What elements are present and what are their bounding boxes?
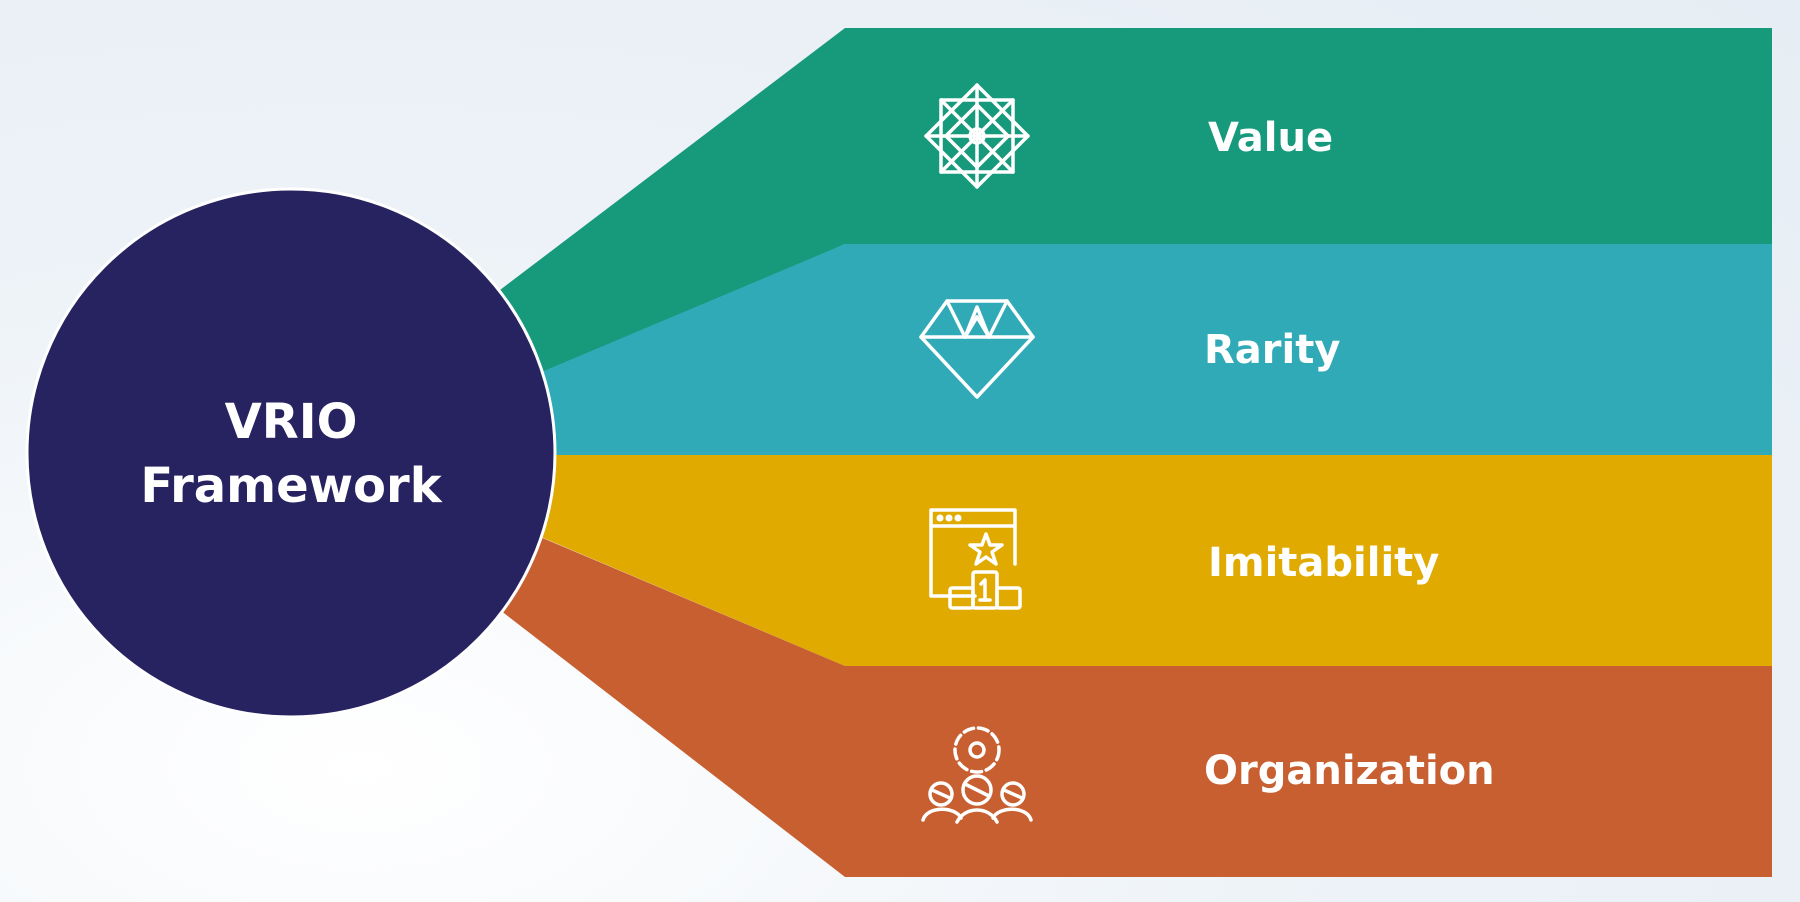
band-imitability bbox=[520, 455, 1772, 666]
band-label-imitability: Imitability bbox=[1208, 540, 1439, 586]
band-label-value: Value bbox=[1208, 115, 1333, 161]
band-rarity bbox=[520, 244, 1772, 455]
hub-title-line2: Framework bbox=[140, 458, 442, 514]
hub-circle bbox=[25, 187, 557, 719]
band-organization bbox=[500, 520, 1772, 877]
ranking-podium-icon bbox=[929, 508, 1022, 610]
diamond-icon bbox=[919, 299, 1035, 399]
hub-title-line1: VRIO bbox=[225, 394, 358, 450]
star-ornament-icon bbox=[924, 83, 1030, 189]
band-value bbox=[500, 28, 1772, 400]
band-label-rarity: Rarity bbox=[1204, 327, 1340, 373]
team-gear-icon bbox=[921, 726, 1033, 824]
band-label-organization: Organization bbox=[1204, 748, 1495, 794]
